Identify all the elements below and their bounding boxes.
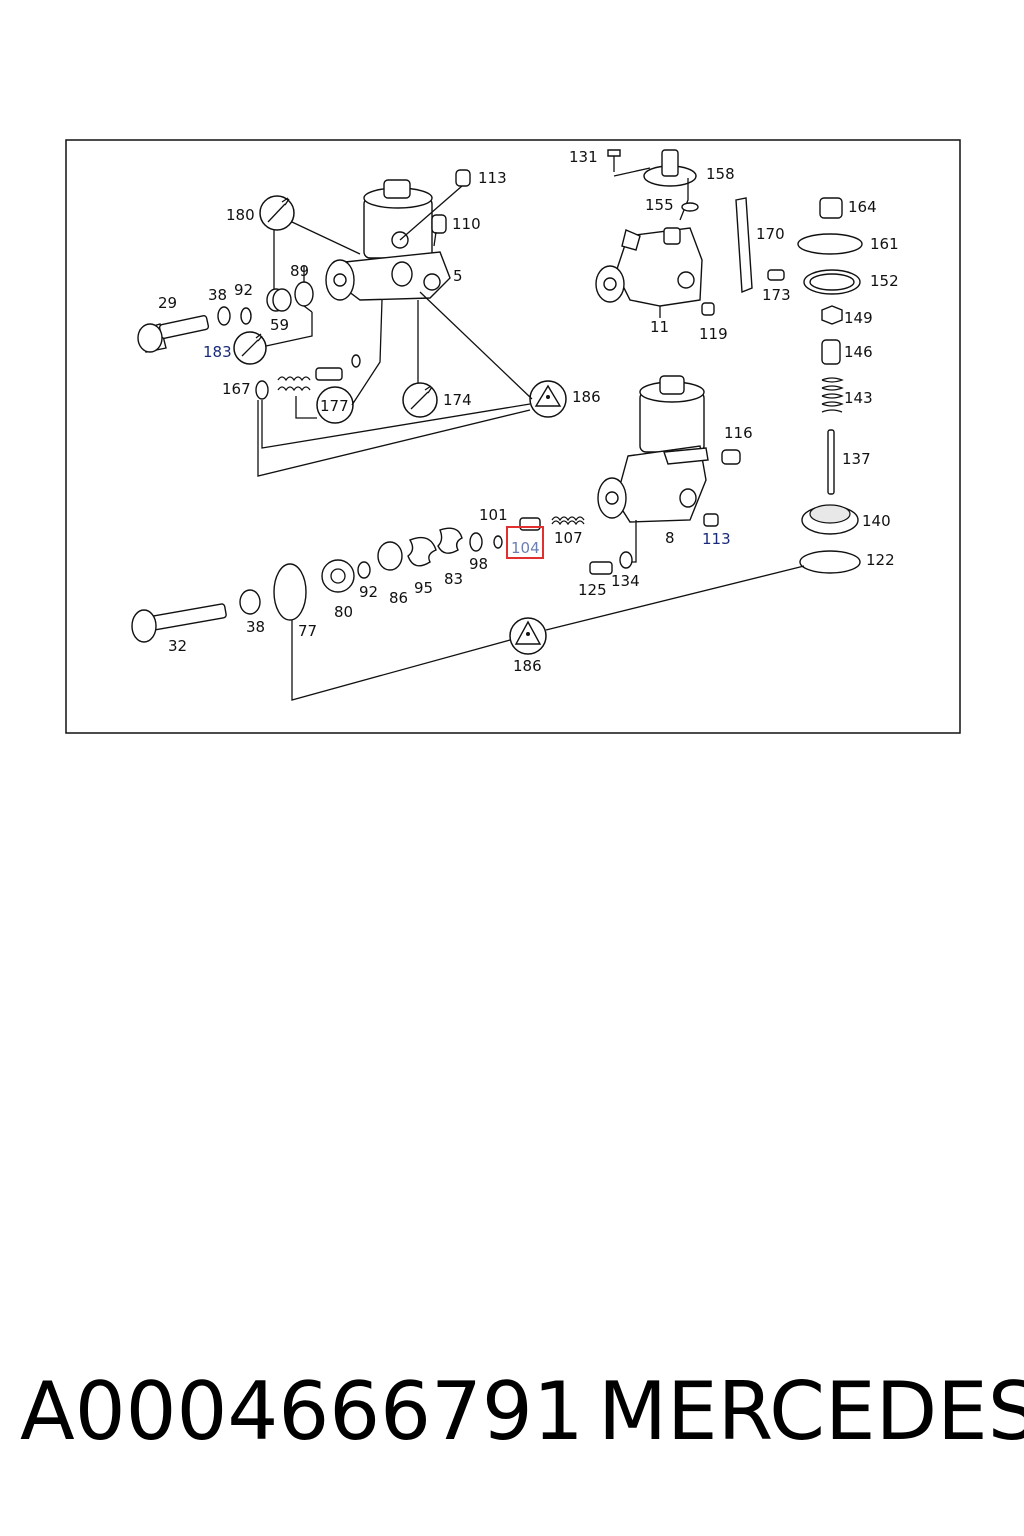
label-98: 98: [469, 555, 488, 573]
plug-113-top: [399, 169, 471, 241]
label-110: 110: [452, 215, 481, 233]
label-146: 146: [844, 343, 873, 361]
label-186-bottom: 186: [513, 657, 542, 675]
highlight-box-104: [506, 526, 544, 559]
label-173: 173: [762, 286, 791, 304]
label-113-top: 113: [478, 169, 507, 187]
label-95: 95: [414, 579, 433, 597]
label-164: 164: [848, 198, 877, 216]
cap-158: [643, 149, 697, 221]
label-119: 119: [699, 325, 728, 343]
shaft-29: [137, 315, 210, 353]
label-11: 11: [650, 318, 669, 336]
label-86: 86: [389, 589, 408, 607]
tool-186-top: [257, 291, 567, 477]
brand-name: MERCEDES: [598, 1365, 1024, 1458]
pump-assembly-5: [325, 179, 451, 301]
exploded-parts-diagram: 113 110 180 5 89 92 38 29 59 183 167 177…: [65, 139, 961, 734]
label-186-top: 186: [572, 388, 601, 406]
label-125: 125: [578, 581, 607, 599]
pump-assembly-8: [597, 375, 709, 563]
label-152: 152: [870, 272, 899, 290]
label-122: 122: [866, 551, 895, 569]
label-116: 116: [724, 424, 753, 442]
shaft-32: [131, 603, 227, 643]
label-80: 80: [334, 603, 353, 621]
label-8: 8: [665, 529, 675, 547]
label-89: 89: [290, 262, 309, 280]
label-92-top: 92: [234, 281, 253, 299]
label-104: 104: [511, 539, 540, 557]
label-170: 170: [756, 225, 785, 243]
label-29: 29: [158, 294, 177, 312]
label-167: 167: [222, 380, 251, 398]
label-183: 183: [203, 343, 232, 361]
tool-183: [233, 312, 313, 365]
tool-174: [402, 300, 438, 418]
label-158: 158: [706, 165, 735, 183]
label-149: 149: [844, 309, 873, 327]
label-131: 131: [569, 148, 598, 166]
label-161: 161: [870, 235, 899, 253]
label-137: 137: [842, 450, 871, 468]
label-180: 180: [226, 206, 255, 224]
label-174: 174: [443, 391, 472, 409]
label-177: 177: [320, 397, 349, 415]
plug-110: [431, 214, 447, 247]
label-38-bottom: 38: [246, 618, 265, 636]
pump-assembly-11: [595, 227, 703, 318]
label-113-bottom: 113: [702, 530, 731, 548]
label-101: 101: [479, 506, 508, 524]
label-143: 143: [844, 389, 873, 407]
label-140: 140: [862, 512, 891, 530]
label-38-top: 38: [208, 286, 227, 304]
label-59: 59: [270, 316, 289, 334]
label-77: 77: [298, 622, 317, 640]
label-92-bottom: 92: [359, 583, 378, 601]
part-number: A0004666791: [20, 1365, 584, 1458]
tool-180: [259, 195, 361, 290]
label-107: 107: [554, 529, 583, 547]
tool-186-bottom: [509, 617, 547, 655]
label-134: 134: [611, 572, 640, 590]
label-155: 155: [645, 196, 674, 214]
label-5: 5: [453, 267, 463, 285]
label-83: 83: [444, 570, 463, 588]
label-32: 32: [168, 637, 187, 655]
